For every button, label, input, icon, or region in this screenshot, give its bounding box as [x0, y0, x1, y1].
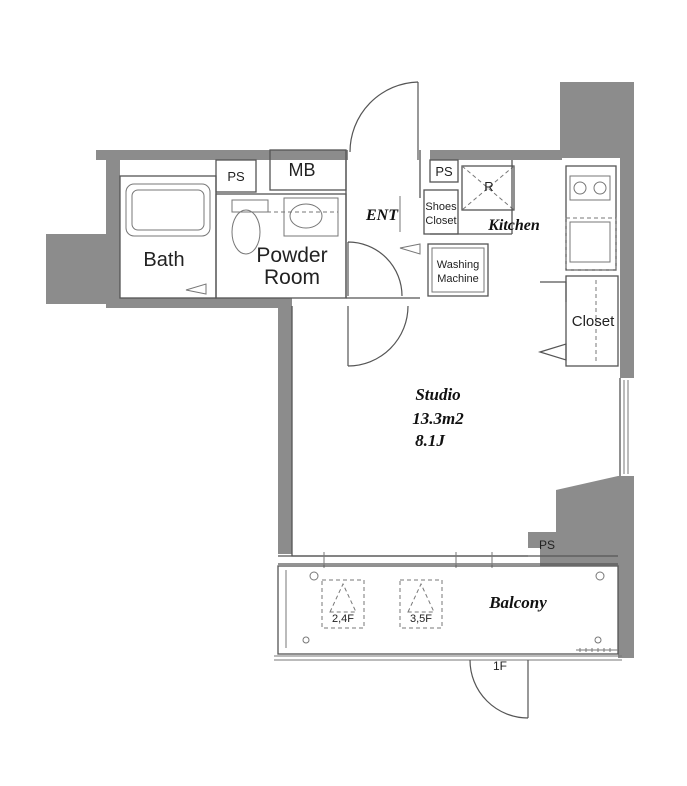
bath-left-wall [106, 160, 120, 300]
closet-door-top [540, 281, 567, 302]
stove [569, 175, 611, 201]
top-wall-left [96, 150, 348, 160]
kitchen-label: Kitchen [487, 217, 540, 234]
entrance-step-mark [399, 196, 421, 255]
ps-box-right [429, 159, 459, 183]
washing-machine-label-line2: Machine [437, 273, 479, 285]
bathtub-inner [131, 189, 205, 231]
ps-box-left [215, 159, 257, 193]
hatch-triangle-right [407, 582, 435, 613]
right-column-lower [618, 476, 634, 658]
entrance-label: ENT [365, 207, 399, 224]
balcony-sash-mullions [323, 552, 493, 568]
toilet-tank [231, 199, 269, 213]
toilet-bowl [231, 209, 261, 255]
entrance-area [345, 81, 489, 367]
top-wall-right [430, 150, 562, 160]
balcony-rail [274, 570, 622, 661]
balcony-vent-grille [576, 648, 618, 652]
washing-machine-inner [431, 247, 485, 293]
closet-door-bottom [537, 343, 567, 361]
washing-machine-label-line1: Washing [437, 259, 479, 271]
kitchen-wall [430, 160, 513, 235]
kitchen-area [429, 159, 617, 271]
studio-area-label: 13.3m2 [412, 409, 464, 428]
studio-label: Studio [415, 385, 460, 404]
washing-machine-box [427, 243, 489, 297]
bath-label: Bath [143, 249, 184, 271]
bath-drain-mark [185, 283, 207, 295]
bathtub [125, 183, 211, 237]
mb-label: MB [289, 160, 316, 180]
burner-right [593, 181, 607, 195]
hatch-label-left: 2,4F [332, 613, 354, 625]
closet-label: Closet [572, 313, 615, 330]
kitchen-sink [569, 221, 611, 263]
studio-window-right [623, 380, 629, 474]
balcony-area [274, 552, 622, 719]
burner-left [573, 181, 587, 195]
front-door-arc [349, 81, 419, 160]
balcony-drain-bottom-right [594, 636, 602, 644]
kitchen-upper-cabinet [565, 217, 617, 271]
powder-room-label-line1: Powder [256, 244, 327, 267]
right-column-top [560, 82, 634, 158]
shoes-closet-label-line1: Shoes [425, 201, 457, 213]
balcony-outline [277, 565, 619, 655]
refrigerator-label: R [484, 179, 493, 194]
balcony-ps-column [528, 476, 618, 566]
refrigerator-cross [461, 165, 515, 211]
balcony-label: Balcony [488, 593, 547, 612]
studio-jo-label: 8.1J [415, 431, 445, 450]
right-wall-upper [620, 158, 634, 378]
ps-label-balcony: PS [539, 538, 555, 552]
hatch-box-right [399, 579, 443, 629]
powder-room-label-line2: Room [264, 266, 320, 289]
hatch-label-right: 3,5F [410, 613, 432, 625]
sink-basin [289, 203, 323, 229]
ps-label-left: PS [227, 169, 245, 184]
1f-door-arc [469, 659, 529, 719]
left-column [46, 234, 114, 304]
sink-counter [283, 197, 339, 237]
balcony-sash [278, 555, 618, 565]
inner-door-arc [347, 241, 403, 297]
floor-1f-label: 1F [493, 659, 507, 673]
ps-label-right: PS [435, 164, 453, 179]
studio-left-wall [278, 306, 292, 554]
closet-outline [565, 275, 619, 367]
bath-bottom-wall [106, 298, 292, 308]
shoes-closet-label-line2: Closet [425, 215, 456, 227]
refrigerator-space [461, 165, 515, 211]
balcony-drain-right [595, 571, 605, 581]
hatch-box-left [321, 579, 365, 629]
entrance-wall [345, 150, 421, 299]
hatch-triangle-left [329, 582, 357, 613]
structural-walls [46, 82, 634, 658]
closet-area [537, 275, 619, 367]
bath-room-outline [119, 175, 217, 299]
balcony-drain-left [309, 571, 319, 581]
studio-door-arc [347, 305, 409, 367]
balcony-drain-bottom-left [302, 636, 310, 644]
